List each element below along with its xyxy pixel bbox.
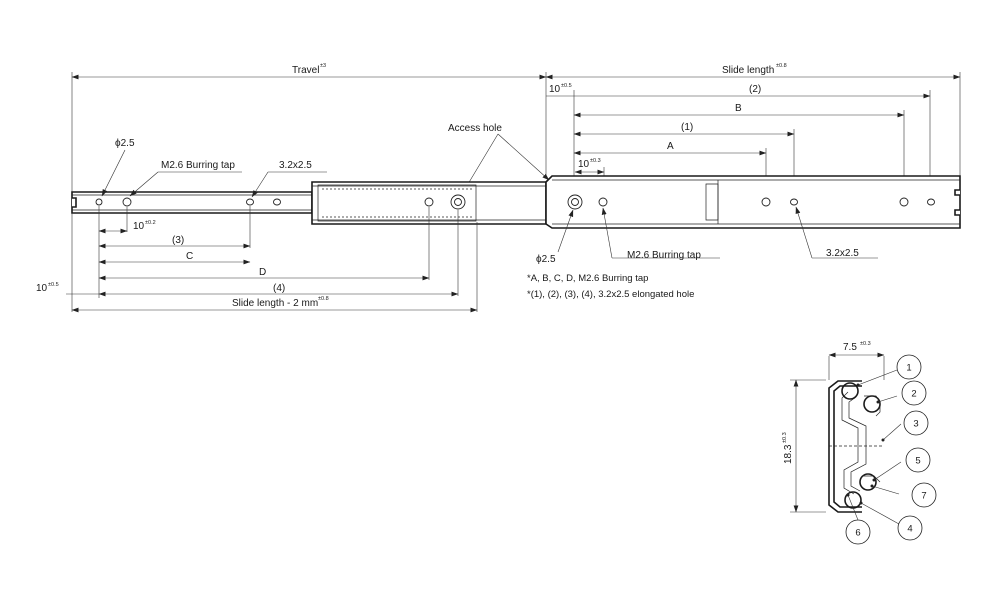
callout-7-number: 7 xyxy=(921,491,926,502)
cross-section-labels: 7.5 ±0.3 18.3 ±0.3 xyxy=(782,341,871,464)
dim-2-label: (2) xyxy=(749,84,761,95)
width-dim-tolerance: ±0.3 xyxy=(860,341,871,347)
dim-B-label: B xyxy=(735,103,742,114)
callout-1-number: 1 xyxy=(906,363,911,374)
m26-right-label: M2.6 Burring tap xyxy=(627,250,701,261)
ten-label-bottom: 10 xyxy=(133,221,145,232)
slide-minus-label: Slide length - 2 mm xyxy=(232,298,318,309)
note-burring-tap: *A, B, C, D, M2.6 Burring tap xyxy=(527,273,648,284)
dim-4-label: (4) xyxy=(273,283,285,294)
callout-2: 2 xyxy=(902,381,926,405)
callout-7: 7 xyxy=(912,483,936,507)
callout-bubbles: 1 2 3 5 7 4 6 xyxy=(846,355,936,544)
dim-A-label: A xyxy=(667,141,674,152)
dim-3-label: (3) xyxy=(172,235,184,246)
ten-tolerance-left: ±0.5 xyxy=(48,282,59,288)
callout-1: 1 xyxy=(897,355,921,379)
callout-5: 5 xyxy=(906,448,930,472)
height-dim-tolerance: ±0.3 xyxy=(782,432,788,443)
ten-label-inner: 10 xyxy=(578,159,590,170)
ten-tolerance-top: ±0.5 xyxy=(561,83,572,89)
cross-section xyxy=(790,352,901,524)
slide-side-view xyxy=(72,176,960,228)
top-dimensions xyxy=(71,72,961,200)
slot-left-label: 3.2x2.5 xyxy=(279,160,312,171)
access-hole-label: Access hole xyxy=(448,123,502,134)
phi-right-label: ϕ2.5 xyxy=(536,254,556,265)
bottom-labels: ϕ2.5 M2.6 Burring tap 3.2x2.5 10 ±0.2 (3… xyxy=(36,138,859,309)
m26-left-label: M2.6 Burring tap xyxy=(161,160,235,171)
bottom-dimensions xyxy=(66,150,878,313)
dim-C-label: C xyxy=(186,251,193,262)
callout-6: 6 xyxy=(846,520,870,544)
ten-tolerance-bottom: ±0.2 xyxy=(145,220,156,226)
callout-3: 3 xyxy=(904,411,928,435)
dim-1-label: (1) xyxy=(681,122,693,133)
callout-3-number: 3 xyxy=(913,419,918,430)
height-dim-label: 18.3 xyxy=(783,444,794,464)
ten-label-top: 10 xyxy=(549,84,561,95)
phi-left-label: ϕ2.5 xyxy=(115,138,135,149)
slot-right-label: 3.2x2.5 xyxy=(826,248,859,259)
callout-4-number: 4 xyxy=(907,524,912,535)
callout-2-number: 2 xyxy=(911,389,916,400)
callout-6-number: 6 xyxy=(855,528,860,539)
dim-D-label: D xyxy=(259,267,266,278)
slide-length-label: Slide length xyxy=(722,65,774,76)
ten-label-left: 10 xyxy=(36,283,48,294)
top-labels: Travel ±3 Slide length ±0.8 10 ±0.5 (2) … xyxy=(292,63,787,170)
note-elongated-hole: *(1), (2), (3), (4), 3.2x2.5 elongated h… xyxy=(527,289,694,300)
ten-tolerance-inner: ±0.3 xyxy=(590,158,601,164)
width-dim-label: 7.5 xyxy=(843,342,857,353)
slide-minus-tolerance: ±0.8 xyxy=(318,296,329,302)
travel-tolerance: ±3 xyxy=(320,63,326,69)
callout-4: 4 xyxy=(898,516,922,540)
callout-5-number: 5 xyxy=(915,456,920,467)
slide-length-tolerance: ±0.8 xyxy=(776,63,787,69)
travel-label: Travel xyxy=(292,65,319,76)
